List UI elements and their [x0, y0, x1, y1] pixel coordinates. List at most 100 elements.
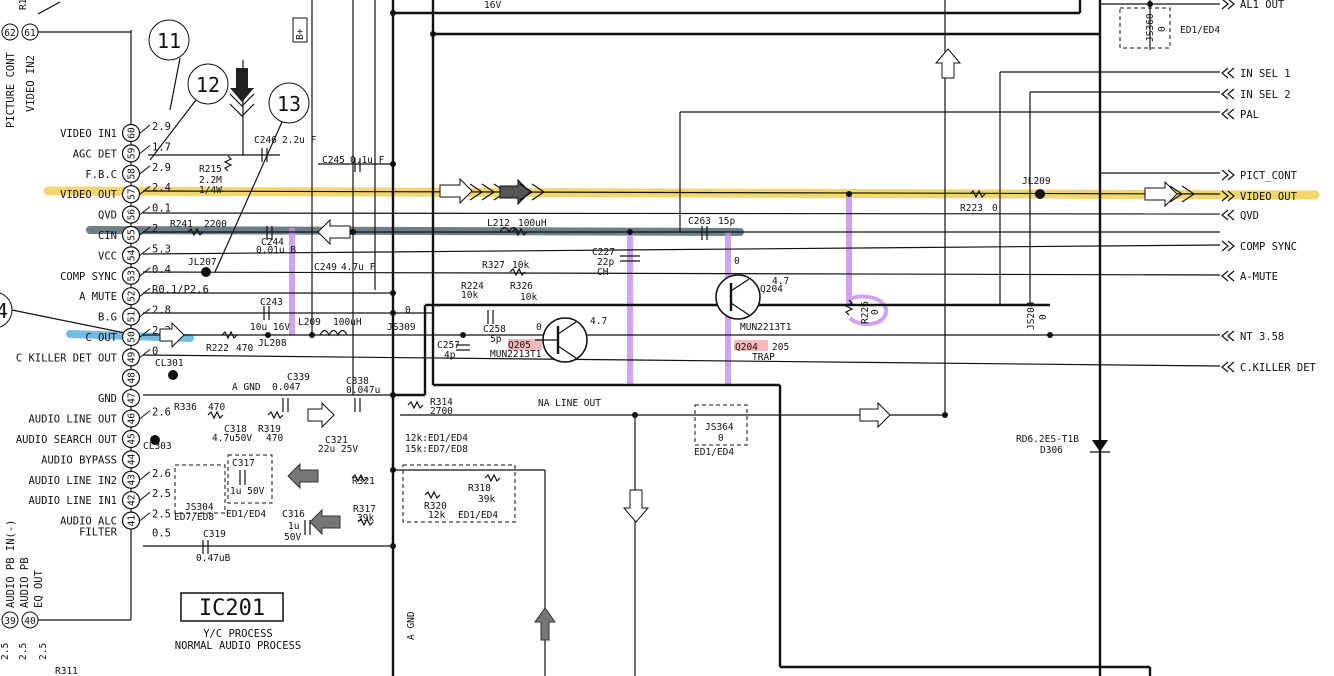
c321-label: C321 [325, 435, 348, 446]
svg-text:0: 0 [1157, 26, 1168, 32]
r222-label: R222 [206, 343, 229, 354]
pin-circle [121, 389, 141, 408]
r314-label: R314 [430, 397, 453, 408]
svg-text:15p: 15p [718, 216, 735, 227]
pin-61: 61 [24, 28, 36, 39]
pin-circle [121, 470, 141, 489]
pin-voltage: 2.4 [152, 182, 171, 194]
svg-text:0.047: 0.047 [272, 382, 301, 393]
c338-label: C338 [346, 376, 369, 387]
purple-markers [289, 195, 888, 385]
pin-circle [121, 205, 141, 224]
jl207-label: JL207 [188, 257, 217, 268]
connector-label: NT 3.58 [1240, 331, 1284, 343]
pin-circle [121, 287, 141, 306]
svg-text:1u: 1u [288, 521, 299, 532]
connector-in-sel-2: IN SEL 2 [1221, 88, 1291, 101]
connector-label: IN SEL 2 [1240, 89, 1291, 101]
ic-name: IC201 [199, 596, 265, 621]
js304-label: JS304 [185, 502, 214, 513]
r226-label: R226 [860, 301, 871, 324]
svg-text:2.2u F: 2.2u F [282, 135, 317, 146]
svg-text:ED1/ED4: ED1/ED4 [458, 510, 498, 521]
pin-voltage: 0.4 [152, 264, 171, 276]
connector-in-sel-1: IN SEL 1 [1221, 67, 1291, 80]
svg-text:12k: 12k [428, 510, 445, 521]
bottom-pins: 39 40 AUDIO PB IN(-) AUDIO PB EQ OUT 2.5… [0, 519, 131, 660]
connector-pict-cont: PICT_CONT [1221, 169, 1298, 182]
svg-text:205: 205 [772, 342, 789, 353]
r321-label: R321 [352, 476, 375, 487]
pin-label: VIDEO IN1 [60, 128, 117, 140]
svg-text:4.7u50V: 4.7u50V [212, 433, 252, 444]
pin-circle [121, 307, 141, 326]
junctions [150, 1, 1153, 549]
svg-text:4.7u F: 4.7u F [341, 262, 376, 273]
callout-13: 13 [277, 92, 301, 116]
js309-label: JS309 [387, 322, 416, 333]
connector-label: A-MUTE [1240, 271, 1278, 283]
pin-number: 50 [127, 331, 138, 343]
pin-label: F.B.C [85, 169, 117, 181]
agnd-label: A GND [232, 382, 261, 393]
pin-circle [121, 144, 141, 163]
pin-circle [121, 409, 141, 428]
jl209-label: JL209 [1022, 176, 1051, 187]
connector-label: C.KILLER DET [1240, 362, 1317, 374]
r241-label: R241 [170, 219, 193, 230]
agnd2-label: A GND [406, 611, 417, 640]
ic-desc-1: Y/C PROCESS [203, 628, 273, 640]
pin-number: 51 [127, 311, 138, 323]
pin-number: 47 [127, 392, 138, 403]
connector-a-mute: A-MUTE [1221, 270, 1278, 283]
pin-label: C KILLER DET OUT [16, 352, 118, 364]
svg-text:0: 0 [718, 433, 724, 444]
pin-voltage: 2.5 [152, 509, 171, 521]
r319-label: R319 [258, 424, 281, 435]
c263-label: C263 [688, 216, 711, 227]
pin-circle [121, 491, 141, 510]
q204-label: Q204 [760, 284, 783, 295]
d306-part: RD6.2ES-T1B [1016, 434, 1079, 445]
pin-label: AUDIO ALC [60, 516, 117, 528]
connector-label: COMP SYNC [1240, 241, 1297, 253]
svg-text:ED7/ED8: ED7/ED8 [174, 512, 214, 523]
pin-circle [121, 266, 141, 285]
svg-text:0.1u F: 0.1u F [350, 155, 385, 166]
svg-text:0: 0 [1038, 314, 1049, 320]
pin-number: 48 [127, 372, 138, 384]
label-eq-out: EQ OUT [33, 569, 45, 608]
r224-label: R224 [461, 281, 484, 292]
trap-label: TRAP [752, 352, 775, 363]
pin-number: 43 [127, 474, 138, 485]
pin-number: 57 [127, 188, 138, 199]
l212-label: L212 [487, 218, 510, 229]
svg-text:39k: 39k [478, 494, 495, 505]
pin-number: 54 [127, 249, 138, 261]
top-pins: 62 61 PICTURE CONT VIDEO IN2 R1 [1, 0, 131, 128]
pin-voltage: 2 [152, 223, 158, 235]
svg-text:2.2M: 2.2M [199, 175, 222, 186]
svg-text:1u 50V: 1u 50V [230, 486, 265, 497]
cl303-label: CL303 [143, 441, 172, 452]
q205-highlight [508, 339, 542, 350]
pin-label: B.G [98, 312, 117, 324]
pin-label: AUDIO LINE OUT [28, 414, 117, 426]
js364-label: JS364 [705, 422, 734, 433]
svg-text:0.047u: 0.047u [346, 385, 380, 396]
note-15k: 15k:ED7/ED8 [405, 444, 468, 455]
component-labels: C246 2.2u F R215 2.2M 1/4W C245 0.1u F R… [55, 0, 1220, 676]
svg-text:10k: 10k [461, 290, 478, 301]
r215-label: R215 [199, 164, 222, 175]
pin-number: 45 [127, 433, 138, 444]
pin-40: 40 [24, 616, 36, 627]
connector-al1-out: AL1 OUT [1221, 0, 1285, 11]
svg-text:1/4W: 1/4W [199, 185, 222, 196]
note-12k: 12k:ED1/ED4 [405, 433, 468, 444]
